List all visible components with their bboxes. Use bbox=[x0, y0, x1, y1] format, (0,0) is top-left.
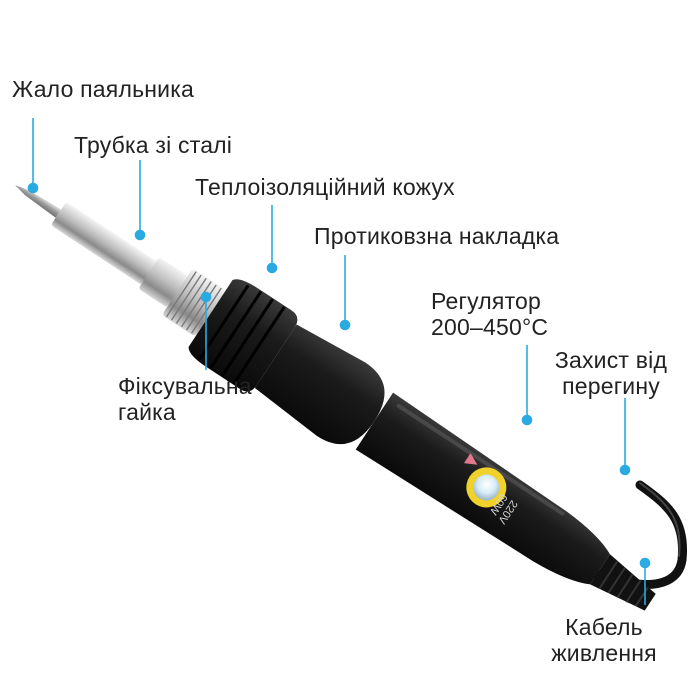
label-power-cable: Кабель живлення bbox=[551, 614, 657, 666]
callout-dot-regulator bbox=[521, 414, 533, 426]
label-regulator: Регулятор 200–450°C bbox=[431, 288, 549, 340]
power-cable-highlight bbox=[639, 482, 681, 557]
label-heat-shield: Теплоізоляційний кожух bbox=[195, 174, 455, 200]
label-fixing-nut: Фіксувальна гайка bbox=[118, 373, 252, 425]
callout-dot-cable bbox=[639, 557, 651, 569]
callout-dot-heat-shield bbox=[266, 262, 278, 274]
callout-dot-nut bbox=[200, 291, 212, 303]
callouts bbox=[27, 118, 651, 605]
fixing-nut bbox=[163, 269, 225, 336]
callout-dot-steel-tube bbox=[134, 229, 146, 241]
knob-face bbox=[473, 474, 500, 501]
handle-highlight bbox=[396, 403, 565, 516]
callout-dot-strain-relief bbox=[619, 464, 631, 476]
heat-shield-ribs bbox=[198, 284, 286, 385]
strain-relief bbox=[590, 554, 656, 611]
temperature-regulator-knob[interactable] bbox=[459, 460, 514, 515]
callout-dot-grip bbox=[339, 319, 351, 331]
anti-slip-grip bbox=[254, 324, 385, 445]
heat-shield bbox=[188, 279, 298, 392]
label-steel-tube: Трубка зі сталі bbox=[74, 132, 233, 158]
steel-tube-collar bbox=[139, 258, 187, 307]
strain-relief-ribs bbox=[598, 560, 649, 607]
callout-dot-tip bbox=[27, 182, 39, 194]
regulator-arrow-icon bbox=[463, 453, 478, 465]
tip bbox=[15, 185, 62, 218]
label-tip: Жало паяльника bbox=[12, 76, 194, 102]
label-grip: Протиковзна накладка bbox=[314, 223, 560, 249]
soldering-iron: 220V 60W bbox=[15, 185, 656, 611]
label-strain-relief: Захист від перегину bbox=[554, 347, 668, 399]
